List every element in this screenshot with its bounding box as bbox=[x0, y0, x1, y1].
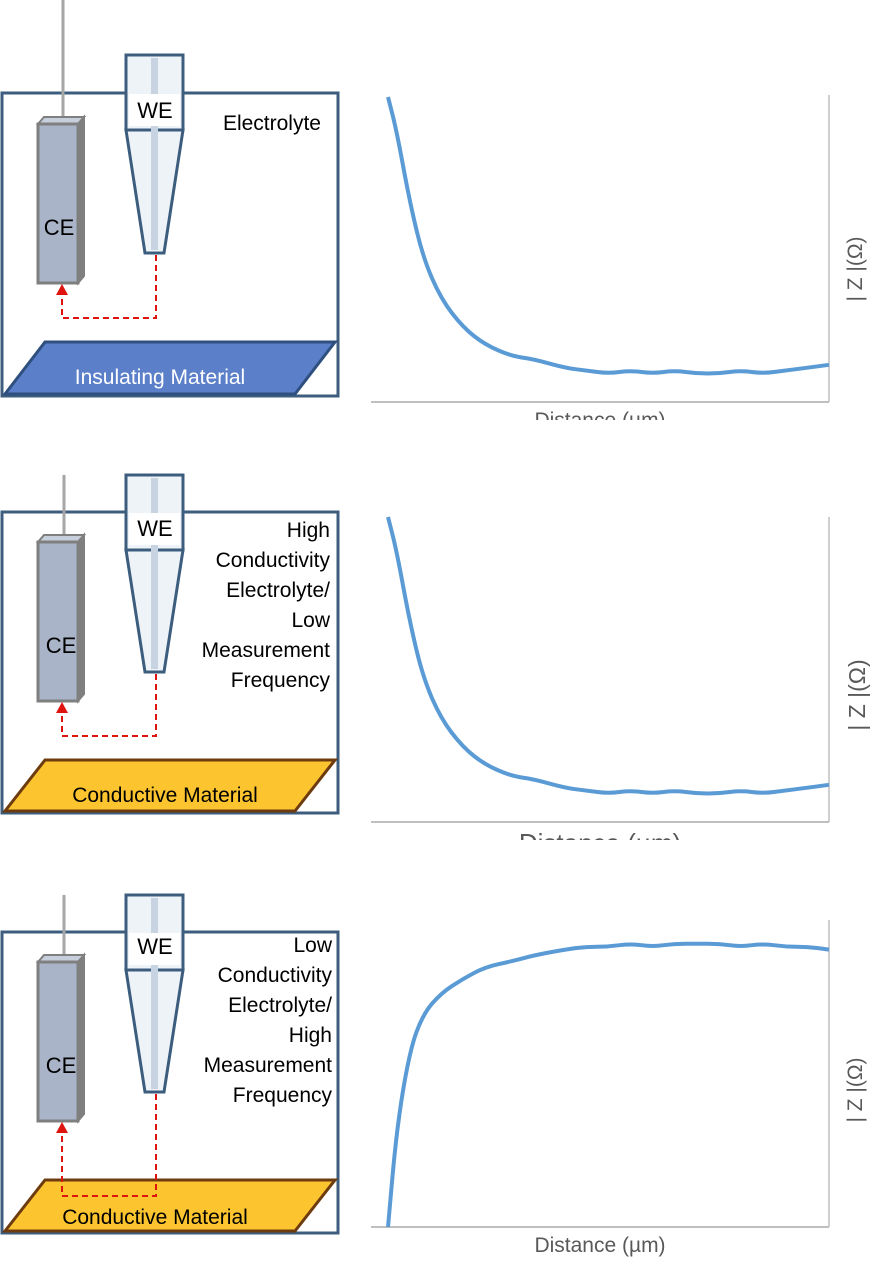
ce-electrode bbox=[36, 540, 80, 703]
arrow-head bbox=[56, 1122, 68, 1133]
we-label-bg bbox=[129, 933, 180, 965]
electrolyte-line: Measurement bbox=[204, 1054, 333, 1077]
we-core bbox=[151, 58, 158, 250]
electrolyte-line: Low bbox=[293, 934, 332, 957]
x-axis-label: Distance (µm) bbox=[519, 828, 681, 840]
impedance-curve bbox=[386, 516, 830, 796]
we-label: WE bbox=[137, 516, 172, 541]
electrolyte-line: Electrolyte/ bbox=[228, 994, 332, 1017]
electrolyte-line: Conductivity bbox=[216, 549, 331, 572]
we-label: WE bbox=[137, 934, 172, 959]
x-axis-label: Distance (µm) bbox=[534, 1234, 665, 1257]
material-slab bbox=[1, 1178, 339, 1233]
y-axis-label: | Z |(Ω) bbox=[844, 236, 867, 301]
material-label: Insulating Material bbox=[75, 366, 245, 389]
panel-2-svg: Conductive Material CE WE High Conductiv… bbox=[0, 473, 870, 840]
electrolyte-line: Electrolyte/ bbox=[226, 579, 330, 602]
arrow-head bbox=[56, 702, 68, 713]
panel-high-conductivity: Conductive Material CE WE High Conductiv… bbox=[0, 420, 887, 840]
ce-label: CE bbox=[46, 633, 77, 658]
electrolyte-line: High bbox=[287, 519, 330, 542]
electrolyte-line: High bbox=[289, 1024, 332, 1047]
ce-electrode bbox=[36, 960, 80, 1123]
we-core bbox=[151, 478, 158, 669]
material-slab bbox=[1, 758, 339, 813]
panel-1-svg: Insulating Material CE WE Electrolyte Di… bbox=[0, 0, 867, 420]
we-label-bg bbox=[129, 94, 180, 126]
electrolyte-line: Conductivity bbox=[218, 964, 333, 987]
x-axis-label: Distance (µm) bbox=[534, 409, 665, 420]
material-label: Conductive Material bbox=[62, 1206, 248, 1229]
we-label-bg bbox=[129, 513, 180, 545]
ce-electrode bbox=[36, 122, 80, 285]
impedance-curve bbox=[386, 96, 830, 376]
panel-3-svg: Conductive Material CE WE Low Conductivi… bbox=[0, 893, 867, 1257]
we-label: WE bbox=[137, 98, 172, 123]
electrolyte-line: Measurement bbox=[202, 639, 331, 662]
electrolyte-label: Electrolyte bbox=[223, 112, 321, 135]
ce-label: CE bbox=[44, 215, 75, 240]
we-core bbox=[151, 898, 158, 1089]
electrolyte-line: Frequency bbox=[231, 669, 331, 692]
current-path bbox=[61, 674, 157, 737]
electrolyte-line: Low bbox=[291, 609, 330, 632]
material-label: Conductive Material bbox=[72, 784, 258, 807]
current-path bbox=[61, 1094, 157, 1197]
y-axis-label: | Z |(Ω) bbox=[844, 1057, 867, 1122]
y-axis-label: | Z |(Ω) bbox=[844, 659, 870, 730]
panel-insulating: Insulating Material CE WE Electrolyte Di… bbox=[0, 0, 887, 420]
ce-label: CE bbox=[46, 1053, 77, 1078]
arrow-head bbox=[56, 284, 68, 295]
panel-low-conductivity: Conductive Material CE WE Low Conductivi… bbox=[0, 840, 887, 1260]
current-path bbox=[61, 255, 157, 319]
material-slab bbox=[1, 340, 339, 396]
electrolyte-line: Frequency bbox=[233, 1084, 333, 1107]
impedance-curve bbox=[386, 941, 830, 1228]
